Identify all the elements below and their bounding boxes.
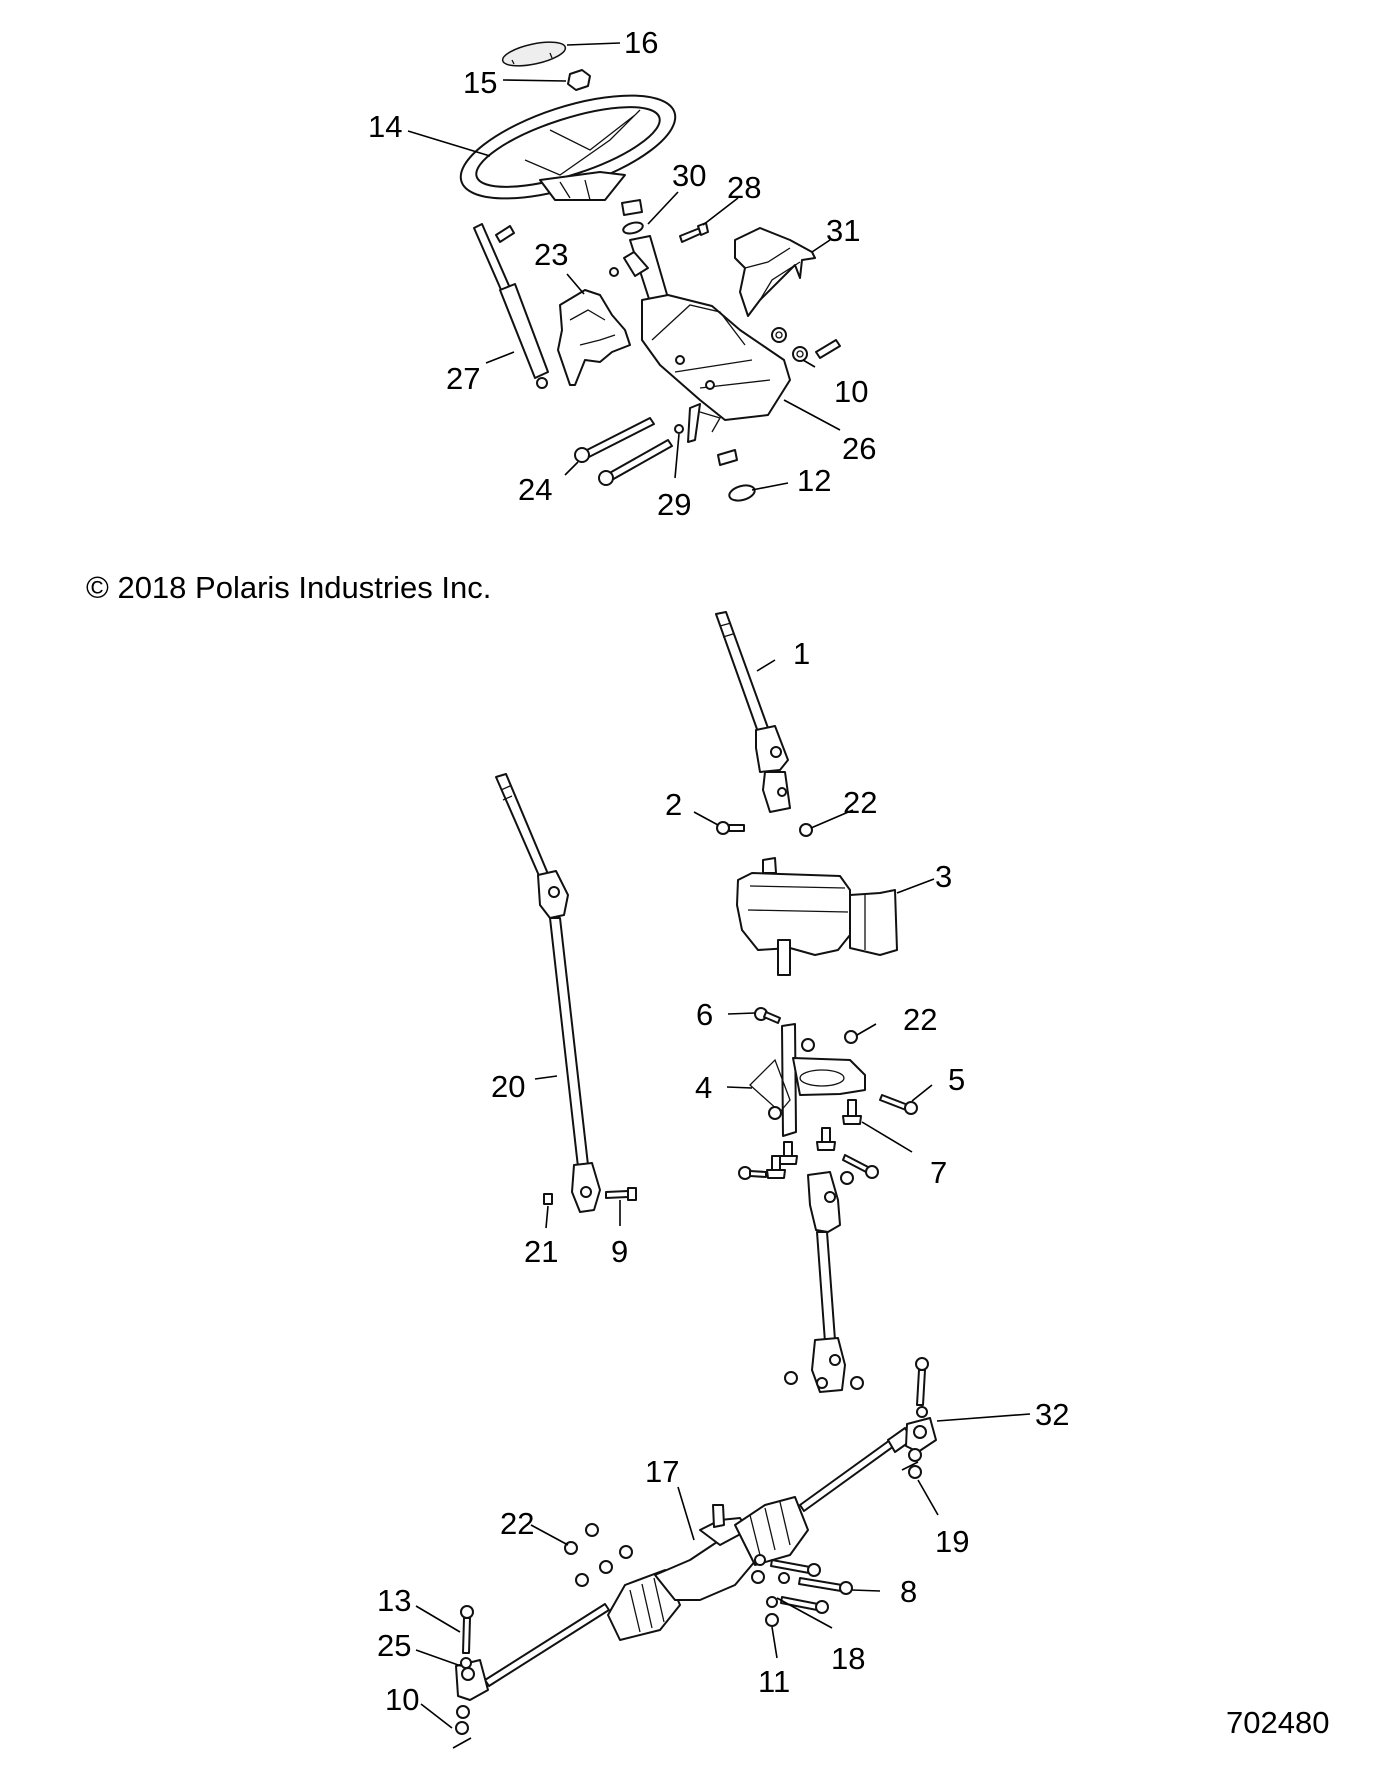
bolt-parts-24[interactable] [574,417,673,486]
callout-11: 11 [758,1664,790,1699]
bolt-parts-8[interactable] [754,1554,853,1614]
upper-steering-shaft-part[interactable] [715,611,791,813]
bolt-part-2[interactable] [716,821,745,835]
callout-13: 13 [377,1583,411,1618]
callout-7: 7 [930,1155,947,1190]
cotter-pin-right [901,1461,919,1471]
bushing-parts-12[interactable] [717,449,756,503]
nut-part-near-4[interactable] [801,1038,815,1052]
copyright-notice: © 2018 Polaris Industries Inc. [86,570,492,605]
figure-number: 702480 [1226,1705,1330,1740]
callout-31: 31 [826,213,860,248]
callout-18: 18 [831,1641,865,1676]
gas-strut-part[interactable] [473,223,549,389]
lower-steering-shaft-part[interactable] [784,1171,864,1393]
callout-20: 20 [491,1069,525,1104]
tie-rod-end-bolt-part[interactable] [908,1357,929,1479]
callout-22: 22 [903,1002,937,1037]
left-tie-rod-hardware-part[interactable] [455,1605,474,1735]
callout-8: 8 [900,1574,917,1609]
nut-part-near-shaft[interactable] [840,1171,854,1185]
callout-3: 3 [935,859,952,894]
nut-part-21[interactable] [543,1193,553,1205]
callout-17: 17 [645,1454,679,1489]
small-nut-part[interactable] [609,267,619,277]
eps-unit-part[interactable] [736,857,898,976]
bolt-part-6[interactable] [754,1007,781,1024]
callout-21: 21 [524,1234,558,1269]
callout-9: 9 [611,1234,628,1269]
callout-10: 10 [834,374,868,409]
eps-bracket-part[interactable] [749,1023,866,1137]
callout-30: 30 [672,158,706,193]
callout-22: 22 [500,1506,534,1541]
tilt-bracket-part[interactable] [623,235,791,443]
callout-32: 32 [1035,1397,1069,1432]
nut-part-11[interactable] [765,1613,779,1627]
callout-10: 10 [385,1682,419,1717]
steering-wheel-cap-part[interactable] [501,38,568,71]
cotter-pin-left [452,1737,472,1749]
callout-19: 19 [935,1524,969,1559]
intermediate-shaft-part[interactable] [495,773,601,1213]
steering-rack-part[interactable] [455,1417,937,1701]
nut-part-near-housing[interactable] [751,1570,765,1584]
washer-part-18[interactable] [766,1596,778,1608]
bolt-parts-7[interactable] [738,1099,879,1180]
leader-lines [407,42,1031,1729]
callout-27: 27 [446,361,480,396]
callout-4: 4 [695,1070,712,1105]
callout-24: 24 [518,472,552,507]
callout-26: 26 [842,431,876,466]
callout-29: 29 [657,487,691,522]
callout-23: 23 [534,237,568,272]
callout-6: 6 [696,997,713,1032]
callout-12: 12 [797,463,831,498]
callout-22: 22 [843,785,877,820]
nut-parts-22c[interactable] [564,1523,633,1587]
nut-part-22a[interactable] [799,823,813,837]
callout-1: 1 [793,636,810,671]
lower-cover-part[interactable] [557,289,631,386]
screw-part[interactable] [679,222,709,243]
callout-labels: 16 15 14 30 28 31 23 27 10 26 24 29 12 1… [368,25,1069,1717]
nut-part-29[interactable] [674,424,684,434]
steering-wheel-part[interactable] [449,74,687,219]
bolt-part-9[interactable] [605,1187,637,1201]
bolt-part-5[interactable] [879,1094,918,1115]
callout-2: 2 [665,787,682,822]
callout-5: 5 [948,1062,965,1097]
callout-15: 15 [463,65,497,100]
nut-part-upper[interactable] [771,327,841,362]
steering-wheel-nut-part[interactable] [567,69,591,91]
nut-part-22b[interactable] [844,1030,858,1044]
callout-25: 25 [377,1628,411,1663]
callout-16: 16 [624,25,658,60]
callout-14: 14 [368,109,402,144]
callout-28: 28 [727,170,761,205]
upper-cover-part[interactable] [734,227,816,317]
spacer-part[interactable] [621,199,644,235]
